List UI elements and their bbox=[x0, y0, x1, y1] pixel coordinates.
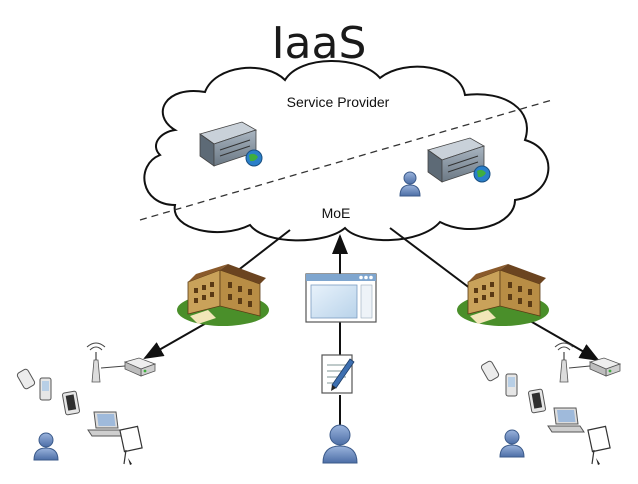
server-icon bbox=[199, 121, 263, 167]
server-icon bbox=[427, 137, 491, 183]
diagram-title: IaaS bbox=[271, 18, 367, 69]
wireless-access-point-icon bbox=[86, 342, 106, 383]
link-right-router bbox=[524, 317, 600, 361]
document-edit-icon bbox=[321, 354, 355, 394]
tablet-icon bbox=[62, 390, 80, 416]
presentation-board-icon bbox=[587, 425, 611, 465]
link-left-router bbox=[143, 317, 216, 359]
moe-label: MoE bbox=[321, 205, 351, 221]
network-device-icon bbox=[123, 357, 157, 377]
cloud-icon bbox=[143, 60, 550, 242]
school-building-icon bbox=[457, 264, 549, 326]
link-right-building bbox=[389, 227, 476, 293]
network-device-icon bbox=[588, 357, 622, 377]
wireless-access-point-icon bbox=[554, 342, 574, 383]
mobile-phone-icon bbox=[480, 360, 500, 382]
service-provider-label: Service Provider bbox=[286, 94, 390, 110]
mobile-phone-icon bbox=[39, 377, 52, 401]
user-icon bbox=[399, 171, 421, 197]
mobile-phone-icon bbox=[505, 373, 518, 397]
school-building-icon bbox=[177, 264, 269, 326]
mobile-phone-icon bbox=[16, 368, 36, 390]
laptop-icon bbox=[87, 411, 125, 437]
user-icon bbox=[499, 429, 525, 458]
laptop-icon bbox=[547, 407, 585, 433]
tablet-icon bbox=[528, 388, 546, 414]
browser-window-icon bbox=[305, 273, 377, 323]
presentation-board-icon bbox=[119, 425, 143, 465]
user-icon bbox=[33, 432, 59, 461]
user-icon bbox=[322, 424, 358, 464]
